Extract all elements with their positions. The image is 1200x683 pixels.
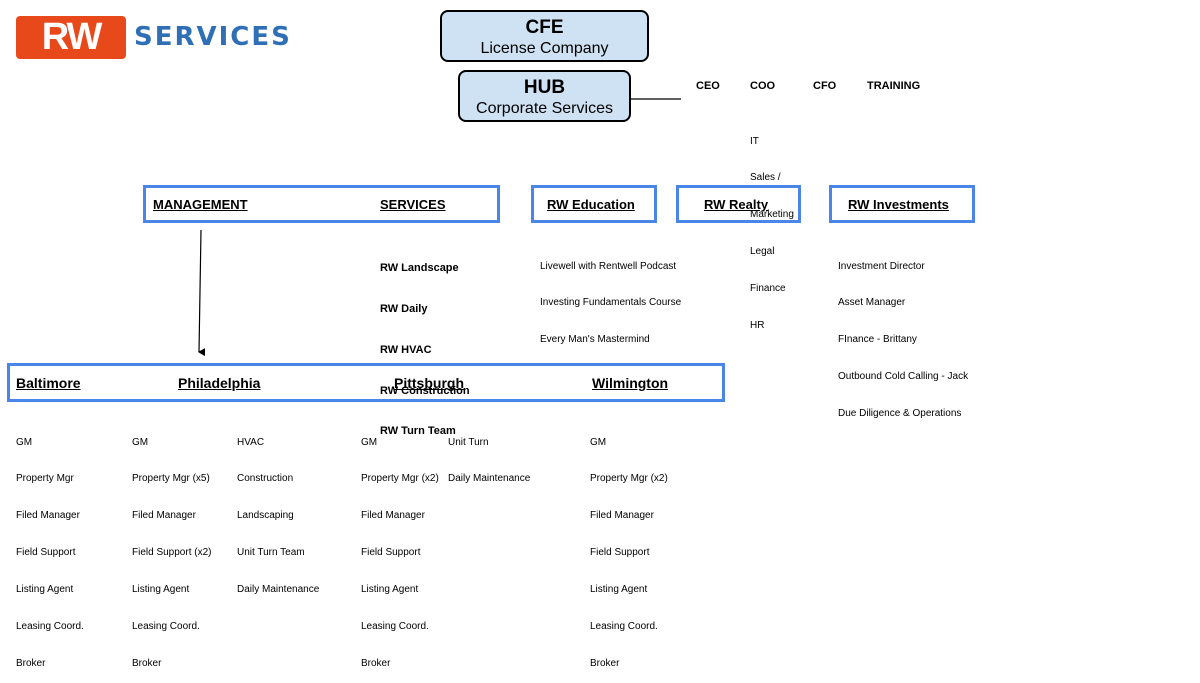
staff-item: Property Mgr (x2) — [361, 473, 439, 485]
staff-item: GM — [16, 436, 33, 448]
management-label: MANAGEMENT — [153, 197, 248, 212]
service-item: Daily Maintenance — [448, 473, 531, 485]
investments-label: RW Investments — [848, 197, 949, 212]
services-label: SERVICES — [380, 197, 446, 212]
coo-item: Marketing — [750, 209, 794, 221]
realty-box — [676, 185, 801, 223]
staff-item: GM — [590, 436, 607, 448]
staff-item: Filed Manager — [590, 510, 654, 522]
education-box — [531, 185, 657, 223]
realty-label: RW Realty — [704, 197, 769, 212]
city-pittsburgh: Pittsburgh — [394, 375, 464, 391]
cfe-title: CFE — [525, 17, 564, 38]
service-item: HVAC — [237, 436, 265, 448]
service-item: Unit Turn Team — [237, 547, 305, 559]
hub-subtitle: Corporate Services — [476, 100, 613, 117]
cities-box — [7, 363, 725, 402]
coo-items: IT Sales / Marketing Legal Finance HR — [750, 111, 794, 345]
pittsburgh-staff-list: GM Property Mgr (x2) Filed Manager Field… — [361, 412, 439, 683]
investments-item: FInance - Brittany — [838, 334, 917, 346]
city-baltimore: Baltimore — [16, 375, 81, 391]
exec-ceo: CEO — [696, 80, 720, 92]
service-item: Daily Maintenance — [237, 584, 320, 596]
investments-list: Investment Director Asset Manager FInanc… — [838, 236, 968, 433]
staff-item: Leasing Coord. — [361, 621, 429, 633]
services-item: RW Landscape — [380, 262, 459, 275]
city-philadelphia: Philadelphia — [178, 375, 261, 391]
philadelphia-services-list: HVAC Construction Landscaping Unit Turn … — [237, 412, 319, 609]
connector-lines — [198, 98, 681, 357]
staff-item: Property Mgr (x5) — [132, 473, 210, 485]
staff-item: Listing Agent — [361, 584, 419, 596]
pittsburgh-services-list: Unit Turn Daily Maintenance — [448, 412, 530, 498]
exec-cfo: CFO — [813, 80, 837, 92]
service-item: Landscaping — [237, 510, 294, 522]
staff-item: Listing Agent — [590, 584, 648, 596]
cfe-subtitle: License Company — [480, 40, 609, 57]
staff-item: Broker — [132, 657, 162, 669]
baltimore-staff-list: GM Property Mgr Filed Manager Field Supp… — [16, 412, 84, 683]
staff-item: Property Mgr — [16, 473, 74, 485]
education-label: RW Education — [547, 197, 635, 212]
coo-item: IT — [750, 135, 759, 147]
exec-coo: COO — [750, 80, 776, 92]
logo-badge: RW — [16, 16, 126, 59]
staff-item: Broker — [361, 657, 391, 669]
staff-item: Leasing Coord. — [590, 621, 658, 633]
staff-item: Broker — [590, 657, 620, 669]
staff-item: Field Support — [16, 547, 76, 559]
staff-item: Field Support — [361, 547, 421, 559]
coo-item: Legal — [750, 246, 775, 258]
staff-item: Listing Agent — [132, 584, 190, 596]
education-item: Every Man's Mastermind — [540, 334, 650, 346]
staff-item: Filed Manager — [16, 510, 80, 522]
staff-item: GM — [361, 436, 378, 448]
hub-box: HUB Corporate Services — [458, 70, 631, 122]
coo-item: HR — [750, 320, 765, 332]
staff-item: GM — [132, 436, 149, 448]
management-to-cities-arrow — [198, 229, 206, 357]
staff-item: Field Support — [590, 547, 650, 559]
investments-box — [829, 185, 975, 223]
services-item: RW HVAC — [380, 343, 432, 356]
education-item: Livewell with Rentwell Podcast — [540, 260, 677, 272]
management-services-box — [143, 185, 500, 223]
services-item: RW Construction — [380, 384, 470, 397]
wilmington-staff-list: GM Property Mgr (x2) Filed Manager Field… — [590, 412, 668, 683]
city-wilmington: Wilmington — [592, 375, 669, 391]
investments-item: Asset Manager — [838, 297, 906, 309]
service-item: Construction — [237, 473, 294, 485]
education-item: Investing Fundamentals Course — [540, 297, 682, 309]
philadelphia-staff-list: GM Property Mgr (x5) Filed Manager Field… — [132, 412, 211, 683]
logo-text: SERVICES — [134, 22, 292, 52]
coo-item: Finance — [750, 283, 786, 295]
hub-title: HUB — [523, 77, 566, 98]
services-item: RW Turn Team — [380, 425, 456, 438]
coo-item: Sales / — [750, 172, 781, 184]
staff-item: Filed Manager — [361, 510, 425, 522]
services-item: RW Daily — [380, 302, 428, 315]
staff-item: Listing Agent — [16, 584, 74, 596]
staff-item: Property Mgr (x2) — [590, 473, 668, 485]
exec-training: TRAINING — [867, 80, 921, 92]
staff-item: Leasing Coord. — [16, 621, 84, 633]
education-list: Livewell with Rentwell Podcast Investing… — [540, 236, 681, 359]
staff-item: Filed Manager — [132, 510, 196, 522]
investments-item: Investment Director — [838, 260, 925, 272]
investments-item: Due Diligence & Operations — [838, 408, 962, 420]
staff-item: Field Support (x2) — [132, 547, 212, 559]
investments-item: Outbound Cold Calling - Jack — [838, 371, 969, 383]
cfe-box: CFE License Company — [440, 10, 649, 62]
service-item: Unit Turn — [448, 436, 489, 448]
staff-item: Broker — [16, 657, 46, 669]
services-list: RW Landscape RW Daily RW HVAC RW Constru… — [380, 235, 470, 453]
staff-item: Leasing Coord. — [132, 621, 200, 633]
